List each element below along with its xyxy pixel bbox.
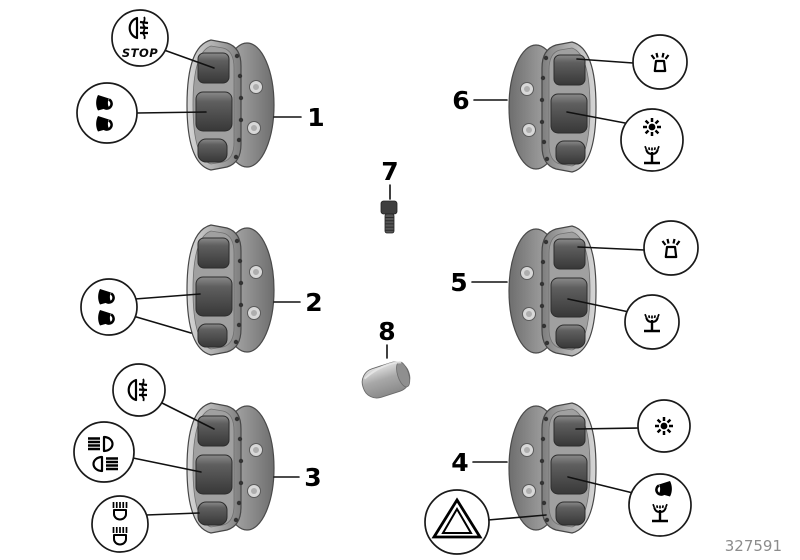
- switch-unit-1: [186, 39, 275, 171]
- hazard-triangle-icon: [431, 497, 483, 539]
- switch-unit-2: [186, 224, 275, 356]
- part-number-5[interactable]: 5: [450, 268, 467, 297]
- callout-signal-lamp-5: [643, 220, 699, 276]
- sun-flasher-icon: [653, 415, 675, 437]
- stop-label: STOP: [122, 46, 158, 60]
- sun-flasher-icon: [641, 116, 663, 138]
- switch-unit-4: [508, 402, 597, 534]
- callout-heated-grips: [91, 495, 149, 553]
- callout-sun-4: [637, 399, 691, 453]
- part-number-4[interactable]: 4: [451, 448, 468, 477]
- part-number-2[interactable]: 2: [305, 288, 322, 317]
- part-number-1[interactable]: 1: [307, 103, 324, 132]
- callout-mast-5: [624, 294, 680, 350]
- callout-horn-2: [80, 278, 138, 336]
- part-number-8[interactable]: 8: [378, 317, 395, 346]
- part-number-6[interactable]: 6: [452, 86, 469, 115]
- switch-unit-5: [508, 225, 597, 357]
- switch-unit-6: [508, 41, 597, 173]
- callout-signal-lamp-6: [632, 34, 688, 90]
- leader-lines: [132, 49, 645, 521]
- callout-headlight-beams: [73, 421, 135, 483]
- screw-part: [380, 200, 398, 234]
- callout-hazard-triangle: [424, 489, 490, 555]
- clamp-part: [361, 361, 411, 399]
- callout-horn-1: [76, 82, 138, 144]
- callout-sun-mast-6: [620, 108, 684, 172]
- part-number-7[interactable]: 7: [381, 157, 398, 186]
- callout-front-fog: [112, 363, 166, 417]
- part-number-3[interactable]: 3: [304, 463, 321, 492]
- callout-rear-fog-stop: STOP: [111, 9, 169, 67]
- drawing-number: 327591: [725, 537, 782, 555]
- callout-horn-mast-4: [628, 473, 692, 537]
